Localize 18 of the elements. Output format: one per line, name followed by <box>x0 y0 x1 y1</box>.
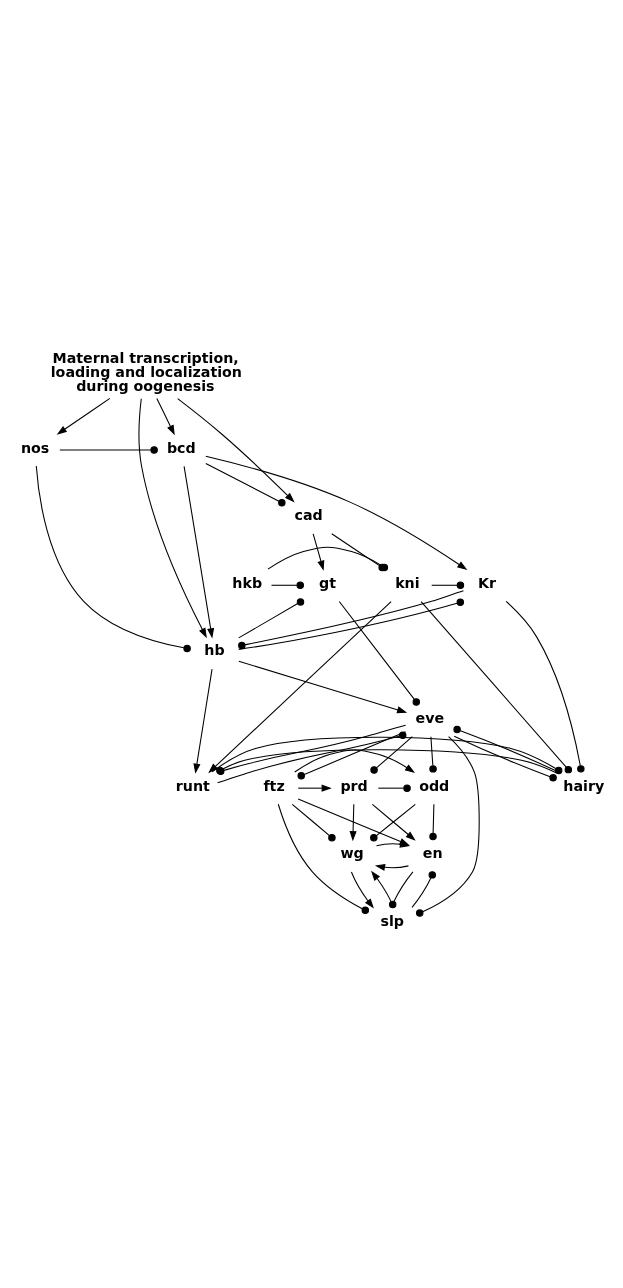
node-text: runt <box>175 777 210 794</box>
node-text: eve <box>415 710 445 727</box>
node-text: wg <box>340 845 364 862</box>
node-text: hkb <box>232 574 263 591</box>
node-text: ftz <box>263 777 285 794</box>
node-text: hb <box>204 642 225 659</box>
node-text: odd <box>419 777 450 794</box>
node-text: en <box>422 845 443 862</box>
node-text: bcd <box>166 439 196 456</box>
node-text: Kr <box>477 574 496 591</box>
node-text: hairy <box>563 777 605 794</box>
node-text: cad <box>294 507 323 524</box>
node-text: slp <box>380 912 404 929</box>
node-text: gt <box>319 574 337 591</box>
node-text: prd <box>340 777 368 794</box>
node-text: kni <box>395 574 420 591</box>
node-text: Maternal transcription, loading and localization during oogenesis <box>50 349 242 395</box>
node-text: nos <box>20 439 50 456</box>
